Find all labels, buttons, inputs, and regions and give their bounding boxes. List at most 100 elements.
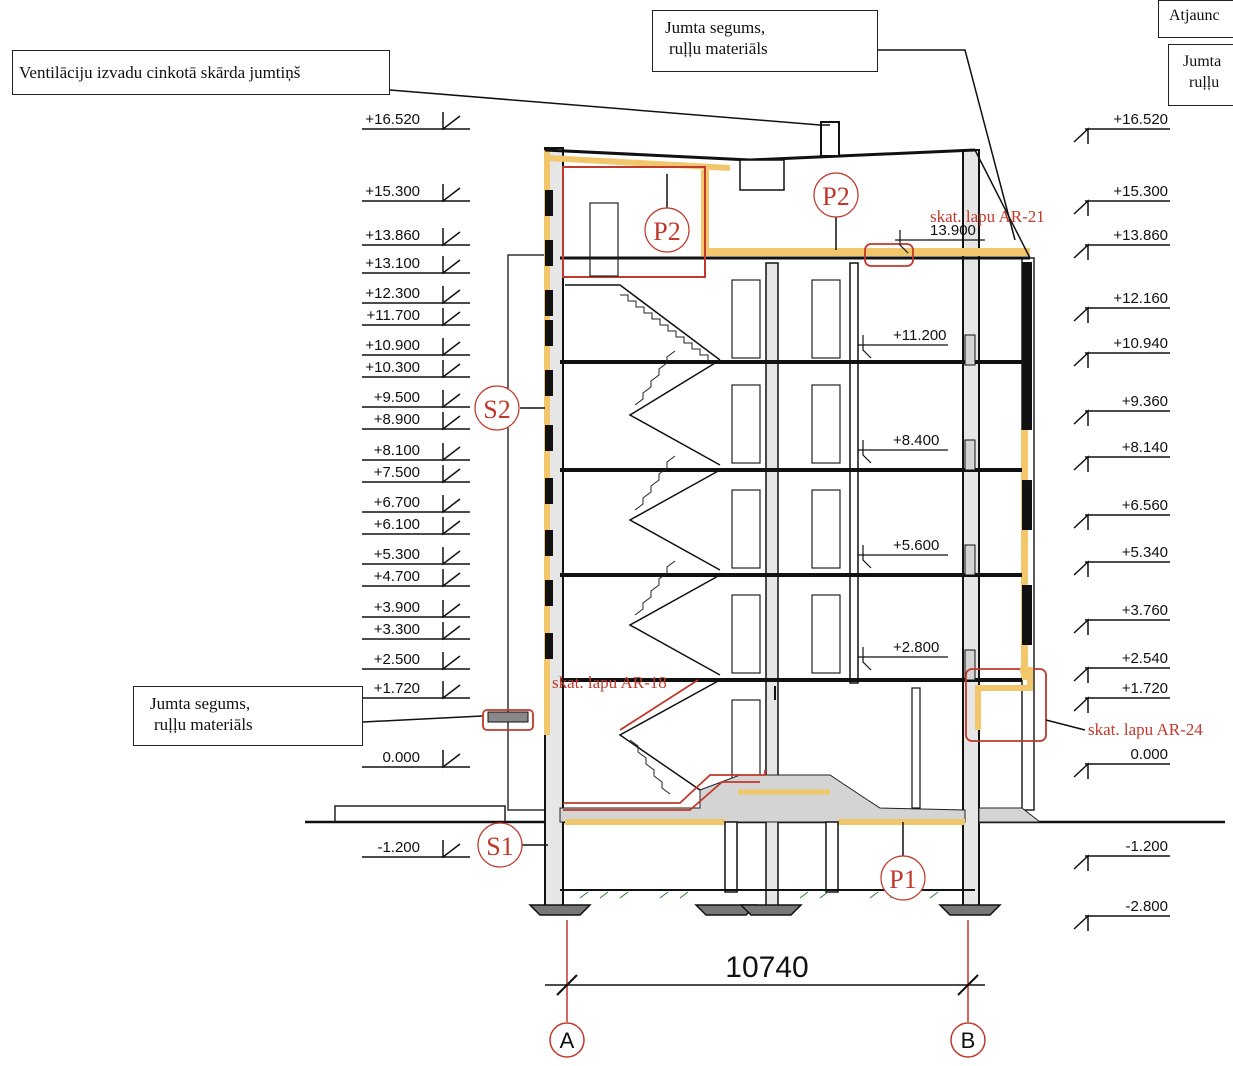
level-tick-left xyxy=(442,750,461,769)
level-tick-right xyxy=(1073,914,1089,931)
level-tick-left xyxy=(442,622,461,641)
level-label-right: +12.160 xyxy=(1113,290,1168,307)
left-pilaster xyxy=(507,254,549,811)
level-label-left: +7.500 xyxy=(374,464,420,481)
attic-door xyxy=(589,202,619,277)
level-label-inner: +5.600 xyxy=(893,537,939,554)
level-tick-inner xyxy=(862,647,872,671)
level-tick-right xyxy=(1073,666,1089,683)
level-label-right: -2.800 xyxy=(1125,898,1168,915)
level-tick-left xyxy=(442,412,461,431)
level-tick-right xyxy=(1073,351,1089,368)
level-tick-right xyxy=(1073,306,1089,323)
inner-wall-2 xyxy=(849,262,859,684)
tag-bubbles xyxy=(474,172,926,901)
level-tick-right xyxy=(1073,618,1089,635)
level-label-left: +13.100 xyxy=(365,255,420,272)
level-label-inner: 13.900 xyxy=(930,222,976,239)
tag-s1: S1 xyxy=(486,832,513,861)
level-label-left: -1.200 xyxy=(377,839,420,856)
right-wall-insulation xyxy=(1021,430,1028,680)
level-label-right: -1.200 xyxy=(1125,838,1168,855)
leader-lines xyxy=(362,49,1086,870)
callout-corner-top: Atjaunc xyxy=(1158,0,1233,38)
level-tick-inner xyxy=(862,440,872,464)
level-tick-inner xyxy=(899,230,909,254)
level-tick-left xyxy=(442,112,461,131)
callout-roof-low-line2: ruļļu materiāls xyxy=(154,715,253,734)
level-markers-right xyxy=(1073,127,1170,931)
level-label-left: +8.100 xyxy=(374,442,420,459)
level-label-left: +6.700 xyxy=(374,494,420,511)
callout-roof-low: Jumta segums, ruļļu materiāls xyxy=(133,686,363,746)
level-tick-left xyxy=(442,390,461,409)
level-label-left: +8.900 xyxy=(374,411,420,428)
level-label-inner: +11.200 xyxy=(893,327,947,344)
level-label-left: +15.300 xyxy=(365,183,420,200)
tag-p2-mid: P2 xyxy=(822,182,849,211)
level-tick-left xyxy=(442,360,461,379)
floor-slabs xyxy=(560,360,1022,682)
level-label-right: +9.360 xyxy=(1122,393,1168,410)
axis-bubble-a xyxy=(549,1022,585,1058)
level-tick-left xyxy=(442,681,461,700)
level-label-left: +4.700 xyxy=(374,568,420,585)
callout-corner-top-text: Atjaunc xyxy=(1169,7,1220,24)
level-tick-left xyxy=(442,184,461,203)
ref-ar24: skat. lapu AR-24 xyxy=(1088,720,1203,739)
level-tick-left xyxy=(442,547,461,566)
ground-column xyxy=(911,687,921,809)
axis-lines xyxy=(566,920,969,1022)
foundations xyxy=(528,904,1002,916)
level-tick-left xyxy=(442,308,461,327)
level-tick-right xyxy=(1073,409,1089,426)
level-markers-left xyxy=(362,112,470,859)
level-label-left: +16.520 xyxy=(365,111,420,128)
level-tick-right xyxy=(1073,696,1089,713)
right-detail-insulation xyxy=(975,667,1033,691)
basement-col-1 xyxy=(724,821,738,893)
axis-label-b: B xyxy=(961,1028,976,1053)
level-label-right: +10.940 xyxy=(1113,335,1168,352)
level-label-left: +2.500 xyxy=(374,651,420,668)
level-label-right: +2.540 xyxy=(1122,650,1168,667)
level-label-left: +11.700 xyxy=(366,307,420,324)
level-labels-right: +16.520+15.300+13.860+12.160+10.940+9.36… xyxy=(1113,111,1168,915)
callout-roof-low-line1: Jumta segums, xyxy=(150,694,251,713)
wall-axis-b xyxy=(962,149,980,914)
level-tick-left xyxy=(442,465,461,484)
axis-bubble-b xyxy=(950,1022,986,1058)
callout-vent-text: Ventilāciju izvadu cinkotā skārda jumtiņ… xyxy=(19,63,301,82)
level-markers-inner xyxy=(858,230,985,671)
dimension-value: 10740 xyxy=(725,951,808,984)
level-tick-left xyxy=(442,652,461,671)
level-tick-inner xyxy=(862,335,872,359)
level-tick-right xyxy=(1073,127,1089,144)
basement-col-2 xyxy=(825,821,839,893)
level-label-right: +13.860 xyxy=(1113,227,1168,244)
level-tick-left xyxy=(442,495,461,514)
roof-hatch xyxy=(739,159,785,191)
level-tick-left xyxy=(442,600,461,619)
level-labels-inner: 13.900+11.200+8.400+5.600+2.800 xyxy=(893,222,976,656)
callout-corner-mid: Jumta ruļļu xyxy=(1168,44,1233,106)
level-tick-right xyxy=(1073,762,1089,779)
callout-vent-roof: Ventilāciju izvadu cinkotā skārda jumtiņ… xyxy=(12,50,390,95)
level-tick-right xyxy=(1073,513,1089,530)
roof-edge xyxy=(974,149,1031,259)
ref-ar21: skat. lapu AR-21 xyxy=(930,207,1045,226)
level-labels-left: +16.520+15.300+13.860+13.100+12.300+11.7… xyxy=(365,111,420,856)
level-tick-left xyxy=(442,443,461,462)
level-label-right: +1.720 xyxy=(1122,680,1168,697)
doors xyxy=(731,279,841,779)
staircase xyxy=(565,284,721,791)
ref-ar18: skat. lapu AR-18 xyxy=(552,673,667,692)
level-label-left: +3.300 xyxy=(374,621,420,638)
level-label-inner: +8.400 xyxy=(893,432,939,449)
callout-roof-top-line2: ruļļu materiāls xyxy=(669,39,768,58)
callout-corner-mid-line1: Jumta xyxy=(1183,53,1222,70)
level-label-right: +3.760 xyxy=(1122,602,1168,619)
callout-roof-top: Jumta segums, ruļļu materiāls xyxy=(652,10,878,72)
soil-hatch xyxy=(579,891,939,899)
